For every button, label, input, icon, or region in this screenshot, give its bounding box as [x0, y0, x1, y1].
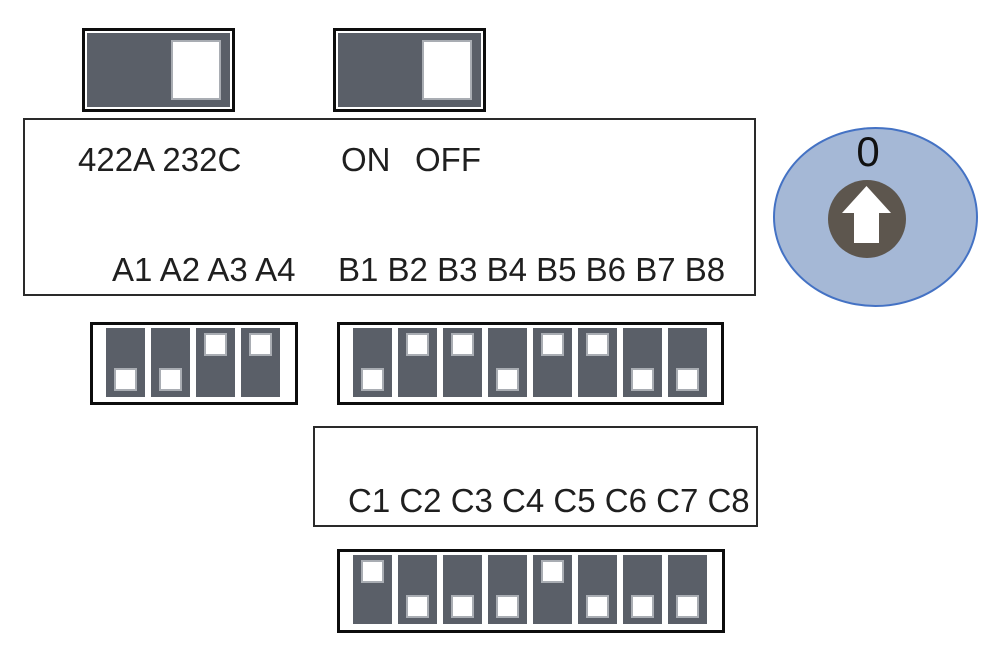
bank-c-labels: C1 C2 C3 C4 C5 C6 C7 C8: [348, 482, 750, 519]
dip-switch-knob: [631, 368, 654, 391]
up-arrow-icon: [842, 186, 891, 243]
dip-switch-lever[interactable]: [533, 555, 572, 624]
dip-switch-knob: [204, 333, 227, 356]
dip-switch-knob: [676, 368, 699, 391]
dip-switch-knob: [451, 595, 474, 618]
dip-switch-knob: [361, 560, 384, 583]
dip-switch-knob: [406, 595, 429, 618]
mode-slide-switch-knob[interactable]: [171, 40, 221, 100]
dip-switch-lever[interactable]: [533, 328, 572, 397]
dip-switch-knob: [361, 368, 384, 391]
dip-switch-lever[interactable]: [106, 328, 145, 397]
dip-switch-lever[interactable]: [668, 555, 707, 624]
dip-switch-lever[interactable]: [623, 328, 662, 397]
dip-bank-a: [90, 322, 298, 405]
mode-options-label: 422A 232C: [78, 141, 242, 178]
dip-switch-lever[interactable]: [668, 328, 707, 397]
dip-switch-lever[interactable]: [398, 555, 437, 624]
bottom-label-box: [313, 426, 758, 527]
dip-switch-knob: [541, 333, 564, 356]
dip-switch-lever[interactable]: [398, 328, 437, 397]
top-label-box: [23, 118, 756, 296]
off-label: OFF: [415, 141, 481, 178]
dip-switch-knob: [541, 560, 564, 583]
dip-switch-lever[interactable]: [623, 555, 662, 624]
on-label: ON: [341, 141, 391, 178]
dip-switch-knob: [496, 368, 519, 391]
dip-switch-knob: [451, 333, 474, 356]
dip-bank-c: [337, 549, 725, 633]
dip-switch-knob: [676, 595, 699, 618]
dip-switch-knob: [249, 333, 272, 356]
dip-switch-lever[interactable]: [241, 328, 280, 397]
bank-a-labels: A1 A2 A3 A4: [112, 251, 296, 288]
dip-switch-lever[interactable]: [353, 555, 392, 624]
dip-switch-lever[interactable]: [578, 328, 617, 397]
dip-switch-lever[interactable]: [196, 328, 235, 397]
onoff-slide-switch[interactable]: [333, 28, 486, 112]
rotary-switch-value: 0: [856, 128, 880, 175]
mode-slide-switch-track: [87, 33, 230, 107]
dip-bank-b: [337, 322, 724, 405]
dip-switch-lever[interactable]: [443, 328, 482, 397]
dip-switch-lever[interactable]: [443, 555, 482, 624]
onoff-slide-switch-knob[interactable]: [422, 40, 472, 100]
dip-switch-lever[interactable]: [151, 328, 190, 397]
rotary-switch[interactable]: 0: [773, 127, 978, 307]
dip-switch-lever[interactable]: [488, 555, 527, 624]
dip-switch-knob: [586, 595, 609, 618]
dip-switch-knob: [586, 333, 609, 356]
dip-switch-knob: [496, 595, 519, 618]
dip-switch-lever[interactable]: [578, 555, 617, 624]
onoff-slide-switch-track: [338, 33, 481, 107]
bank-b-labels: B1 B2 B3 B4 B5 B6 B7 B8: [338, 251, 726, 288]
mode-slide-switch[interactable]: [82, 28, 235, 112]
dip-switch-knob: [406, 333, 429, 356]
dip-switch-knob: [114, 368, 137, 391]
rotary-switch-hub[interactable]: [828, 180, 906, 258]
dip-switch-knob: [631, 595, 654, 618]
dip-switch-lever[interactable]: [488, 328, 527, 397]
dip-switch-lever[interactable]: [353, 328, 392, 397]
dip-switch-knob: [159, 368, 182, 391]
